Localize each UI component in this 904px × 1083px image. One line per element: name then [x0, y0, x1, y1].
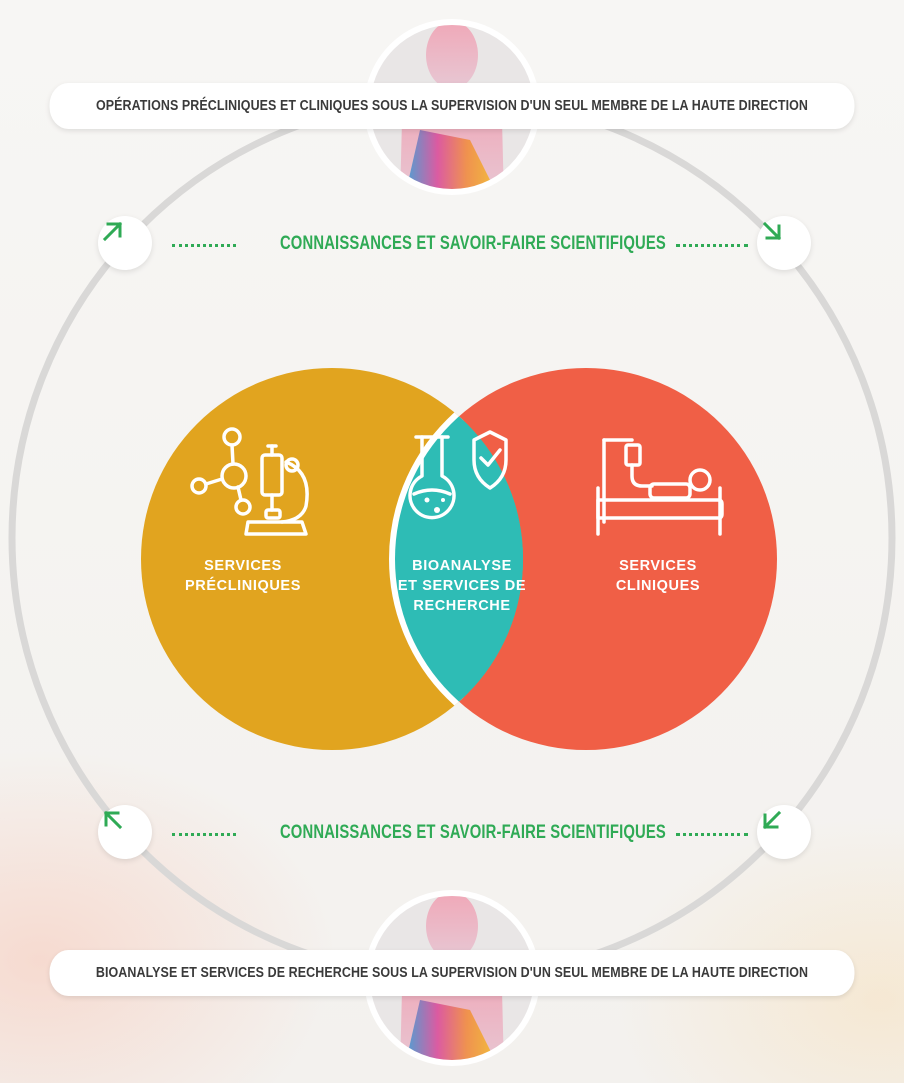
arrow-down-right-icon [757, 216, 811, 270]
center-label-line1: BIOANALYSE [412, 558, 512, 574]
center-label-line3: RECHERCHE [413, 598, 511, 614]
hospital-bed-icon [596, 438, 724, 536]
left-label-line1: SERVICES [204, 558, 282, 574]
top-left-dotted-line [172, 244, 236, 247]
center-label-line2: ET SERVICES DE [397, 578, 527, 594]
top-right-dotted-line [676, 244, 748, 247]
arrow-up-left-icon [98, 805, 152, 859]
flask-shield-icon [408, 430, 508, 520]
bottom-banner: BIOANALYSE ET SERVICES DE RECHERCHE SOUS… [49, 950, 855, 996]
left-circle-label: SERVICES PRÉCLINIQUES [168, 556, 318, 596]
center-overlap-label: BIOANALYSE ET SERVICES DE RECHERCHE [377, 556, 547, 616]
top-banner: OPÉRATIONS PRÉCLINIQUES ET CLINIQUES SOU… [49, 83, 855, 129]
arrow-down-left-icon [757, 805, 811, 859]
right-label-line2: CLINIQUES [615, 578, 701, 594]
microscope-molecule-icon [190, 427, 309, 536]
arrow-up-right-icon [98, 216, 152, 270]
right-label-line1: SERVICES [619, 558, 697, 574]
bottom-left-dotted-line [172, 833, 236, 836]
right-circle-label: SERVICES CLINIQUES [588, 556, 728, 596]
bottom-right-dotted-line [676, 833, 748, 836]
left-label-line2: PRÉCLINIQUES [185, 578, 301, 594]
top-knowledge-label: CONNAISSANCES ET SAVOIR-FAIRE SCIENTIFIQ… [279, 233, 666, 254]
bottom-knowledge-label: CONNAISSANCES ET SAVOIR-FAIRE SCIENTIFIQ… [279, 822, 666, 843]
